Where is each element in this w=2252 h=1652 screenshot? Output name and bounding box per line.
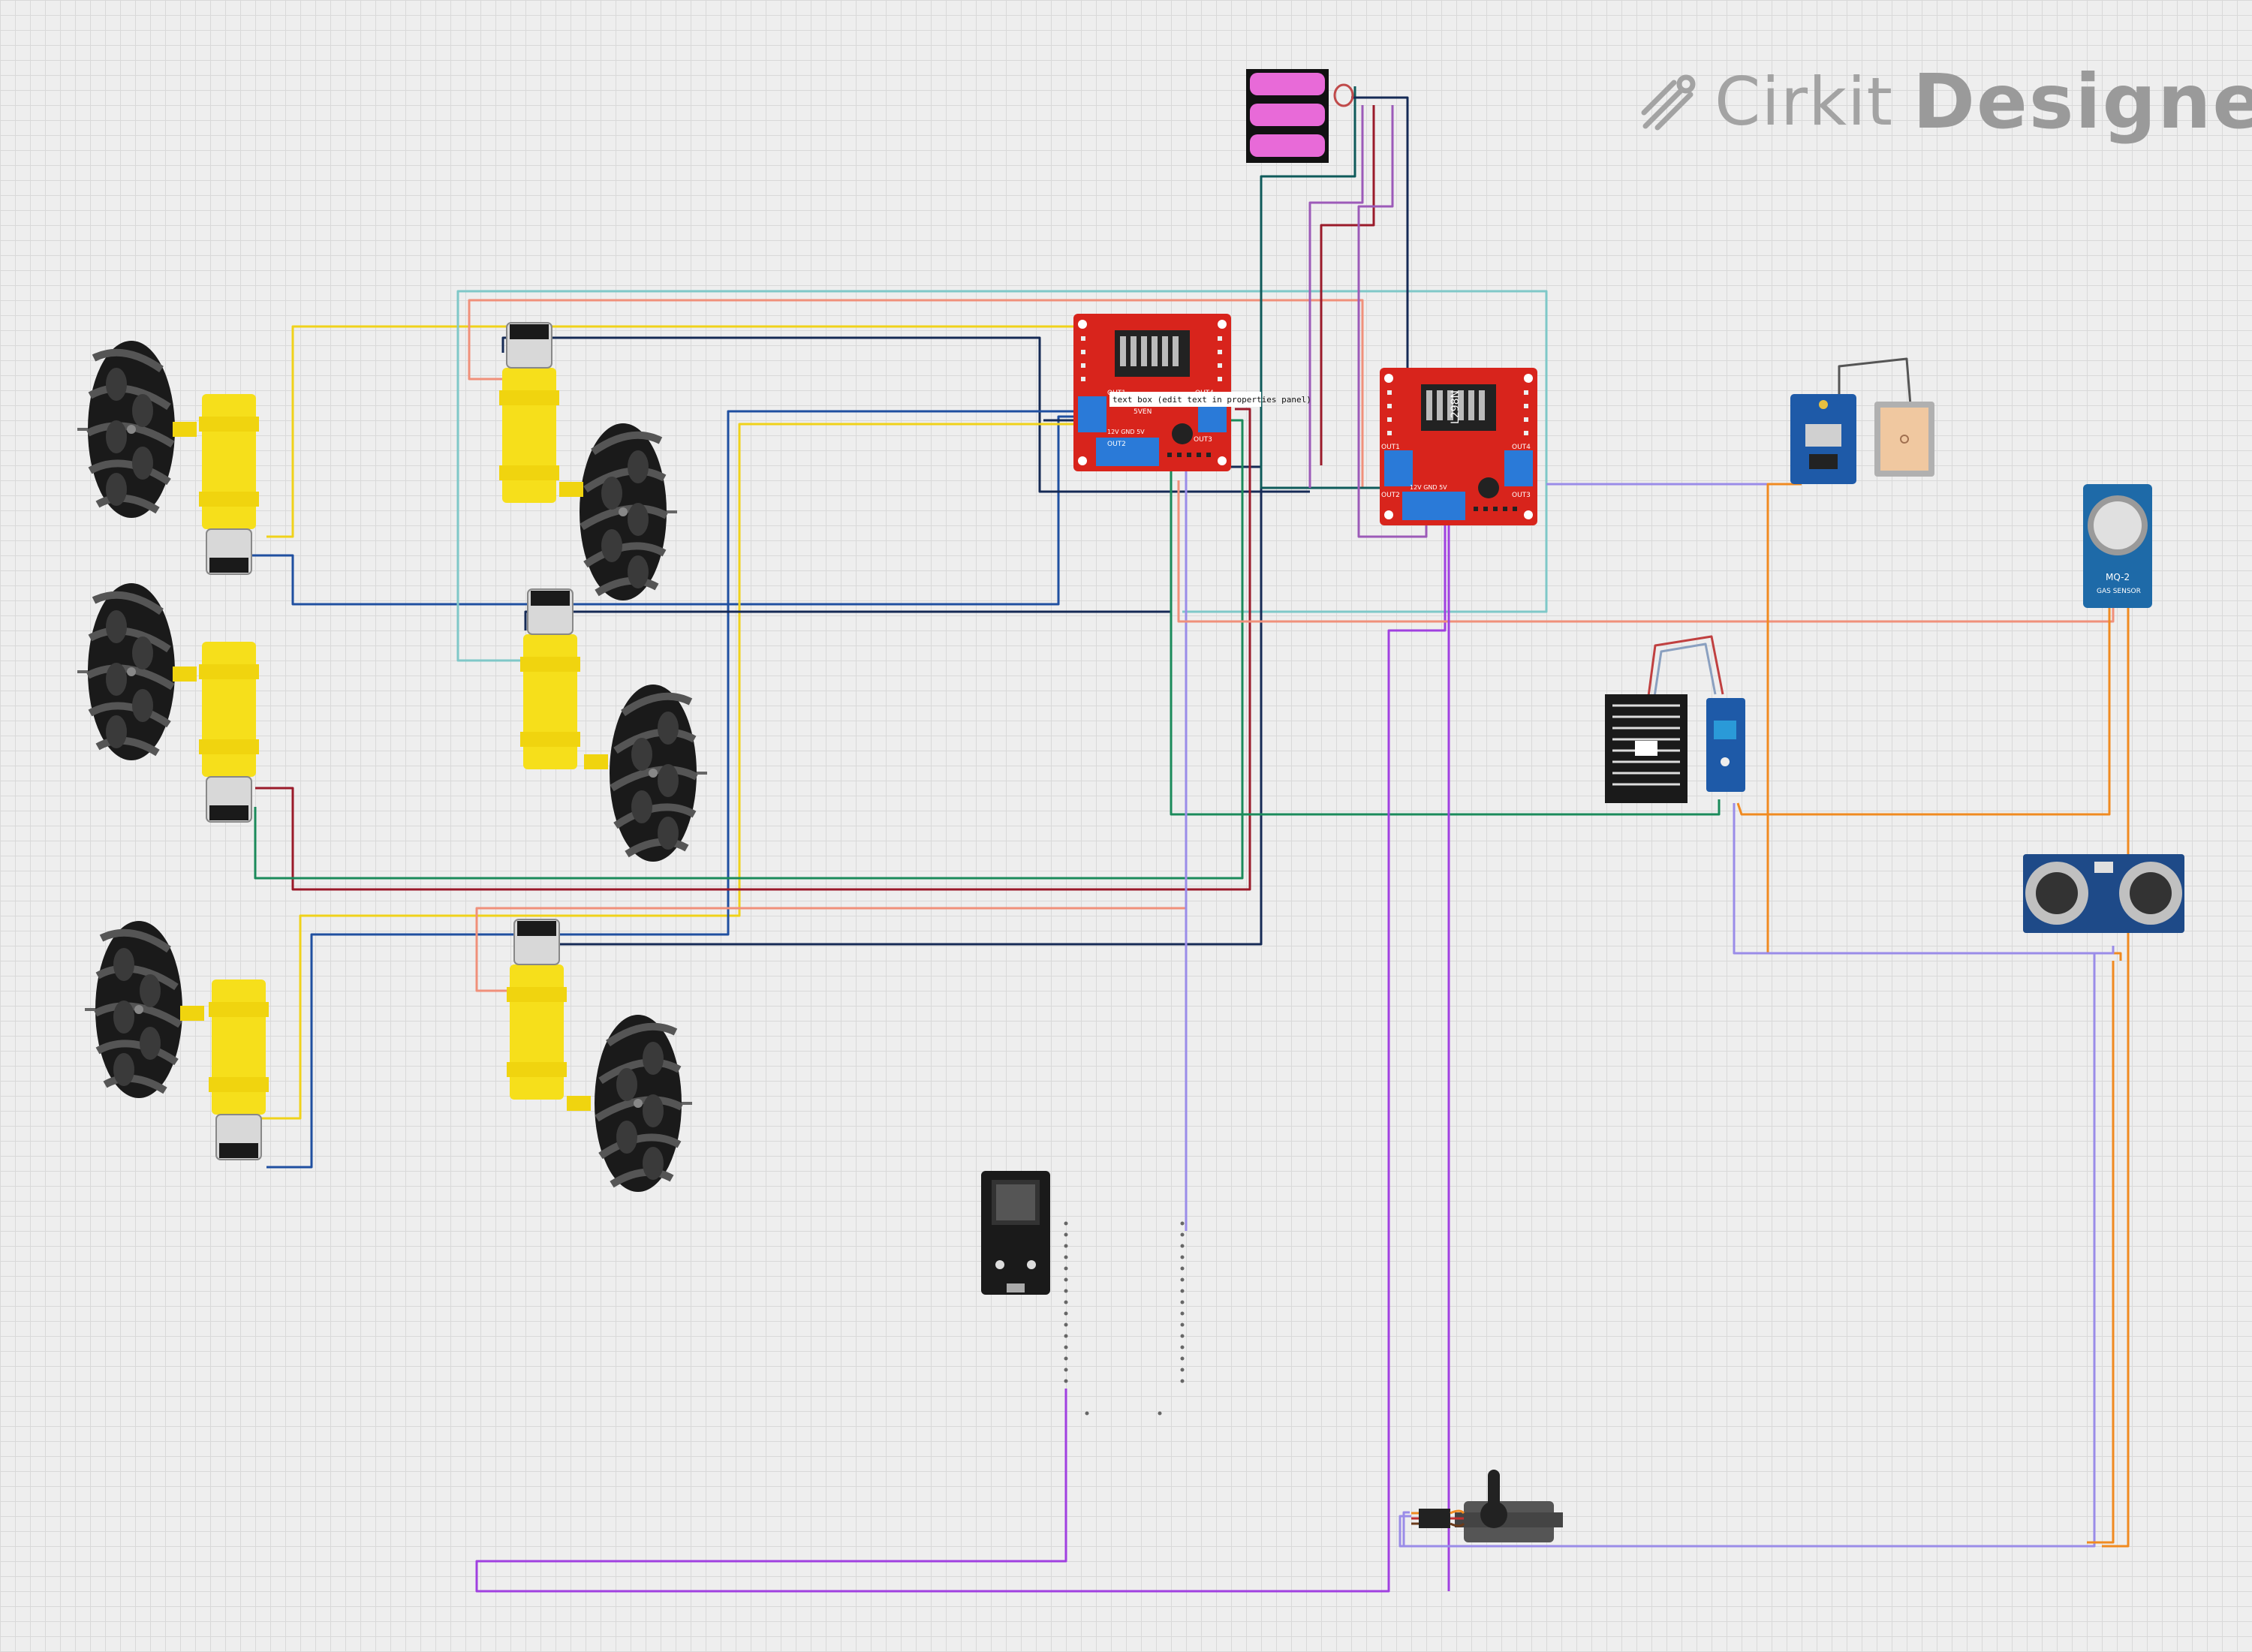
ultrasonic-sensor[interactable] [2023,854,2184,933]
gear-motor-1[interactable] [173,393,260,575]
wire-lavender-4[interactable] [1398,953,2096,1548]
logo-designer-text: Designer [1913,57,2252,146]
driver2-chip-label: L298N [1450,390,1462,424]
driver2-power-label: 12V GND 5V [1410,484,1447,491]
wire-darkred-1[interactable] [255,408,1251,891]
wire-teal-1[interactable] [456,290,1548,662]
wire-navy-batt[interactable] [1351,96,1409,462]
mq2-gas-sensor[interactable]: MQ-2 GAS SENSOR [2083,484,2152,608]
cirkit-logo-icon [1641,74,1696,131]
driver2-out2-label: OUT2 [1381,492,1400,499]
wire-darkred-batt[interactable] [1320,105,1375,465]
wire-blue-1[interactable] [251,415,1092,606]
battery-pack[interactable] [1246,69,1354,163]
mecanum-wheel-4[interactable] [610,685,707,862]
l298n-driver-2[interactable]: L298N OUT1 OUT2 OUT3 OUT4 12V GND 5V [1380,368,1537,525]
wire-orange-4[interactable] [2087,961,2115,1544]
wire-orange-2[interactable] [1736,604,2111,816]
gear-motor-5[interactable] [180,979,269,1160]
gear-motor-2[interactable] [498,322,583,504]
mq2-label: MQ-2 [2106,572,2130,582]
wire-green-2[interactable] [1170,469,1721,816]
wire-orange-3[interactable] [2102,604,2130,1548]
mq2-sublabel: GAS SENSOR [2097,588,2141,595]
wire-yellow-1[interactable] [266,325,1079,538]
esp32-pin-headers [1064,1221,1185,1416]
wire-salmon-1[interactable] [468,299,1364,488]
driver1-out3-label: OUT3 [1194,436,1212,444]
wire-purple-1[interactable] [475,522,1447,1593]
driver1-out2-label: OUT2 [1107,441,1126,448]
wire-dark-teal-1[interactable] [1260,86,1389,489]
text-box-bg [1109,392,1261,407]
logo-cirkit-text: Cirkit [1715,62,1893,140]
mecanum-wheel-2[interactable] [580,423,677,600]
gear-motor-3[interactable] [173,641,260,823]
wire-salmon-3[interactable] [1177,480,2115,623]
mecanum-wheel-3[interactable] [77,583,175,760]
text-box[interactable]: text box (edit text in properties panel) [1112,395,1311,405]
wire-lavender-5[interactable] [1402,1511,2091,1548]
driver2-out1-label: OUT1 [1381,444,1400,451]
wire-rain-2[interactable] [1652,642,1717,703]
driver1-5ven-label: 5VEN [1134,408,1152,416]
wire-green-1[interactable] [254,419,1244,880]
driver2-out4-label: OUT4 [1512,444,1531,451]
rain-sensor[interactable] [1605,694,1745,803]
wire-purple-batt-2[interactable] [1357,105,1428,538]
wire-lavender-3[interactable] [1733,803,2115,955]
gear-motor-6[interactable] [506,919,591,1111]
gps-module[interactable] [1790,394,1934,484]
wire-rain-1[interactable] [1646,635,1724,703]
cirkit-designer-logo: Cirkit Designer [1636,53,2252,150]
driver1-power-label: 12V GND 5V [1107,429,1145,435]
wire-navy-2[interactable] [524,610,1171,630]
gear-motor-4[interactable] [519,588,608,770]
wire-yellow-2[interactable] [259,423,1092,1120]
mecanum-wheel-6[interactable] [595,1015,692,1192]
servo-motor[interactable] [1411,1470,1563,1542]
wire-gps-antenna[interactable] [1838,357,1912,406]
wire-purple-batt[interactable] [1308,105,1364,488]
wire-navy-1[interactable] [501,336,1310,493]
mecanum-wheel-1[interactable] [77,341,175,518]
mecanum-wheel-5[interactable] [85,921,182,1098]
wires [251,86,2130,1593]
driver2-out3-label: OUT3 [1512,492,1531,499]
esp32-board[interactable] [981,1171,1050,1295]
